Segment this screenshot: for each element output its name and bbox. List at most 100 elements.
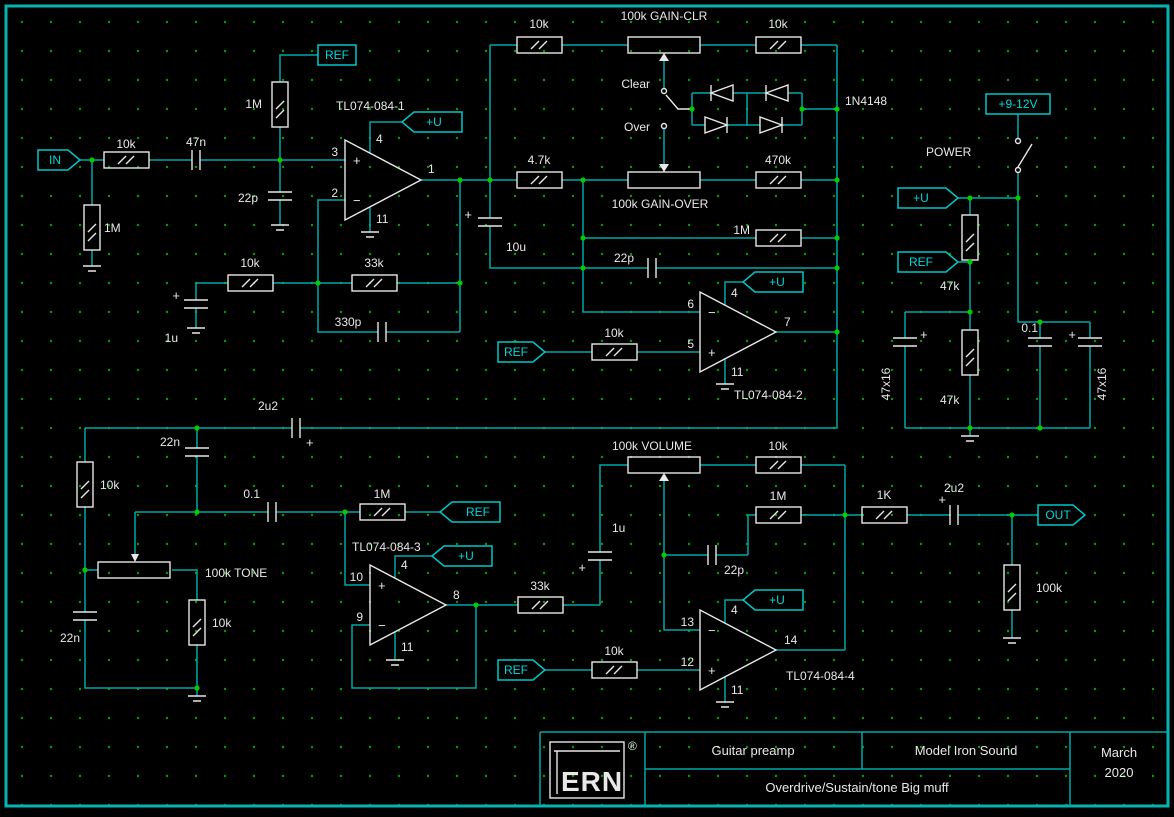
value-label: 10k	[768, 439, 788, 453]
wiper-arrow-gain-over	[659, 164, 669, 172]
cap-22n-bottom	[73, 611, 97, 621]
ref-flag-power	[897, 251, 960, 273]
pin-label: 8	[453, 588, 460, 602]
power-wires	[904, 114, 1091, 436]
minus-sign: −	[378, 618, 386, 633]
power-switch-contact-bottom	[1014, 166, 1022, 174]
value-label: 47n	[186, 135, 206, 149]
cap-22p-stage4	[707, 545, 717, 565]
value-label: 1N4148	[845, 94, 887, 108]
cap-22p-stage1	[268, 191, 292, 201]
plus-sign: +	[464, 207, 472, 222]
title-block: ERN ® Guitar preamp Model Iron Sound Ove…	[539, 731, 1168, 806]
grid-dots	[6, 6, 1168, 806]
power-switch-contact-top	[1014, 137, 1022, 145]
value-label: 22n	[60, 631, 80, 645]
pin-label: 6	[687, 297, 694, 311]
tone-stage3-labels: 2u2 + 22n 10k 0.1 100k TONE 22n 10k 1M T…	[60, 399, 551, 654]
value-label: 100k GAIN-OVER	[612, 197, 709, 211]
cap-47n	[191, 150, 201, 170]
cap-22n-top	[185, 447, 209, 457]
pin-label: 3	[331, 145, 338, 159]
value-label: 100k TONE	[205, 566, 267, 580]
cap-10u	[478, 217, 502, 227]
out-flag	[1037, 504, 1087, 526]
switch-contact-over	[660, 122, 668, 130]
switch-label: Clear	[621, 77, 650, 91]
value-label: 1M	[245, 97, 262, 111]
plus-sign: +	[1068, 327, 1076, 342]
value-label: 1u	[612, 521, 625, 535]
page-border	[4, 4, 1170, 808]
fern-logo: ERN	[561, 766, 623, 797]
ref-flag-stage3	[438, 501, 501, 523]
switch-label: Over	[624, 120, 650, 134]
supply-flag-label: +9-12V	[998, 97, 1037, 111]
value-label: 10k	[604, 326, 624, 340]
value-label: 1M	[104, 221, 121, 235]
value-label: 22p	[238, 191, 258, 205]
pin-label: 11	[401, 640, 414, 654]
opamp-label: TL074-084-2	[734, 388, 803, 402]
pin-label: 11	[731, 365, 744, 379]
u-flag-power	[897, 187, 960, 209]
stage2-labels: 10k 100k GAIN-CLR 10k Clear Over 1N4148 …	[464, 9, 887, 402]
cap-22p-stage2	[647, 258, 657, 278]
ref-flag-opamp2	[497, 341, 547, 363]
value-label: 1M	[374, 487, 391, 501]
pin-label: 4	[731, 286, 738, 300]
pin-label: 10	[350, 570, 364, 584]
pin-label: 12	[681, 655, 695, 669]
plus-sign: +	[920, 327, 928, 342]
title-subtitle: Overdrive/Sustain/tone Big muff	[765, 780, 949, 795]
cap-2u2-tone	[291, 418, 301, 438]
pin-label: 5	[687, 337, 694, 351]
logo-box	[549, 741, 625, 799]
wiper-arrow-gain-clr	[659, 53, 669, 61]
u-flag-opamp3-label: +U	[458, 549, 474, 563]
power-label: POWER	[926, 145, 972, 159]
title-model: Model Iron Sound	[915, 743, 1018, 758]
value-label: 47x16	[879, 367, 893, 400]
ref-flag-top	[317, 44, 357, 66]
ref-flag-opamp4-label: REF	[504, 663, 528, 677]
value-label: 22n	[160, 435, 180, 449]
pin-label: 11	[731, 683, 744, 697]
value-label: 10k	[604, 644, 624, 658]
title-year: 2020	[1105, 765, 1134, 780]
value-label: 100k GAIN-CLR	[621, 9, 708, 23]
value-label: 1u	[165, 331, 178, 345]
cap-1u-stage4	[588, 551, 612, 561]
stage1-wires	[80, 45, 583, 333]
value-label: 22p	[724, 563, 744, 577]
pot-wiper-arrows	[131, 53, 669, 562]
wiper-arrow-tone	[131, 554, 139, 562]
stage1-labels: 10k 47n 1M 1M 22p TL074-084-1 3 2 4 11 1…	[104, 97, 435, 345]
opamp-label: TL074-084-3	[352, 540, 421, 554]
ref-flag-power-label: REF	[909, 255, 933, 269]
value-label: 470k	[765, 153, 792, 167]
u-flag-opamp1	[400, 111, 463, 133]
value-label: 10u	[506, 240, 526, 254]
pin-label: 13	[681, 615, 695, 629]
in-flag	[37, 149, 82, 171]
value-label: 22p	[614, 251, 634, 265]
pin-label: 4	[401, 558, 408, 572]
u-flag-opamp4-label: +U	[769, 593, 785, 607]
switches	[660, 87, 1033, 174]
value-label: 47x16	[1095, 367, 1109, 400]
junction-dots	[82, 106, 1043, 691]
value-label: 33k	[364, 256, 384, 270]
out-flag-label: OUT	[1045, 508, 1071, 522]
power-switch-lever	[1017, 143, 1033, 168]
title-project: Guitar preamp	[711, 743, 794, 758]
pin-label: 2	[331, 186, 338, 200]
value-label: 10k	[240, 256, 260, 270]
cap-1u-stage1	[184, 299, 208, 309]
u-flag-opamp4	[741, 589, 804, 611]
title-block-grid	[539, 731, 1168, 806]
pin-label: 14	[784, 633, 798, 647]
opamp-label: TL074-084-4	[786, 669, 855, 683]
value-label: 100k	[1036, 581, 1063, 595]
